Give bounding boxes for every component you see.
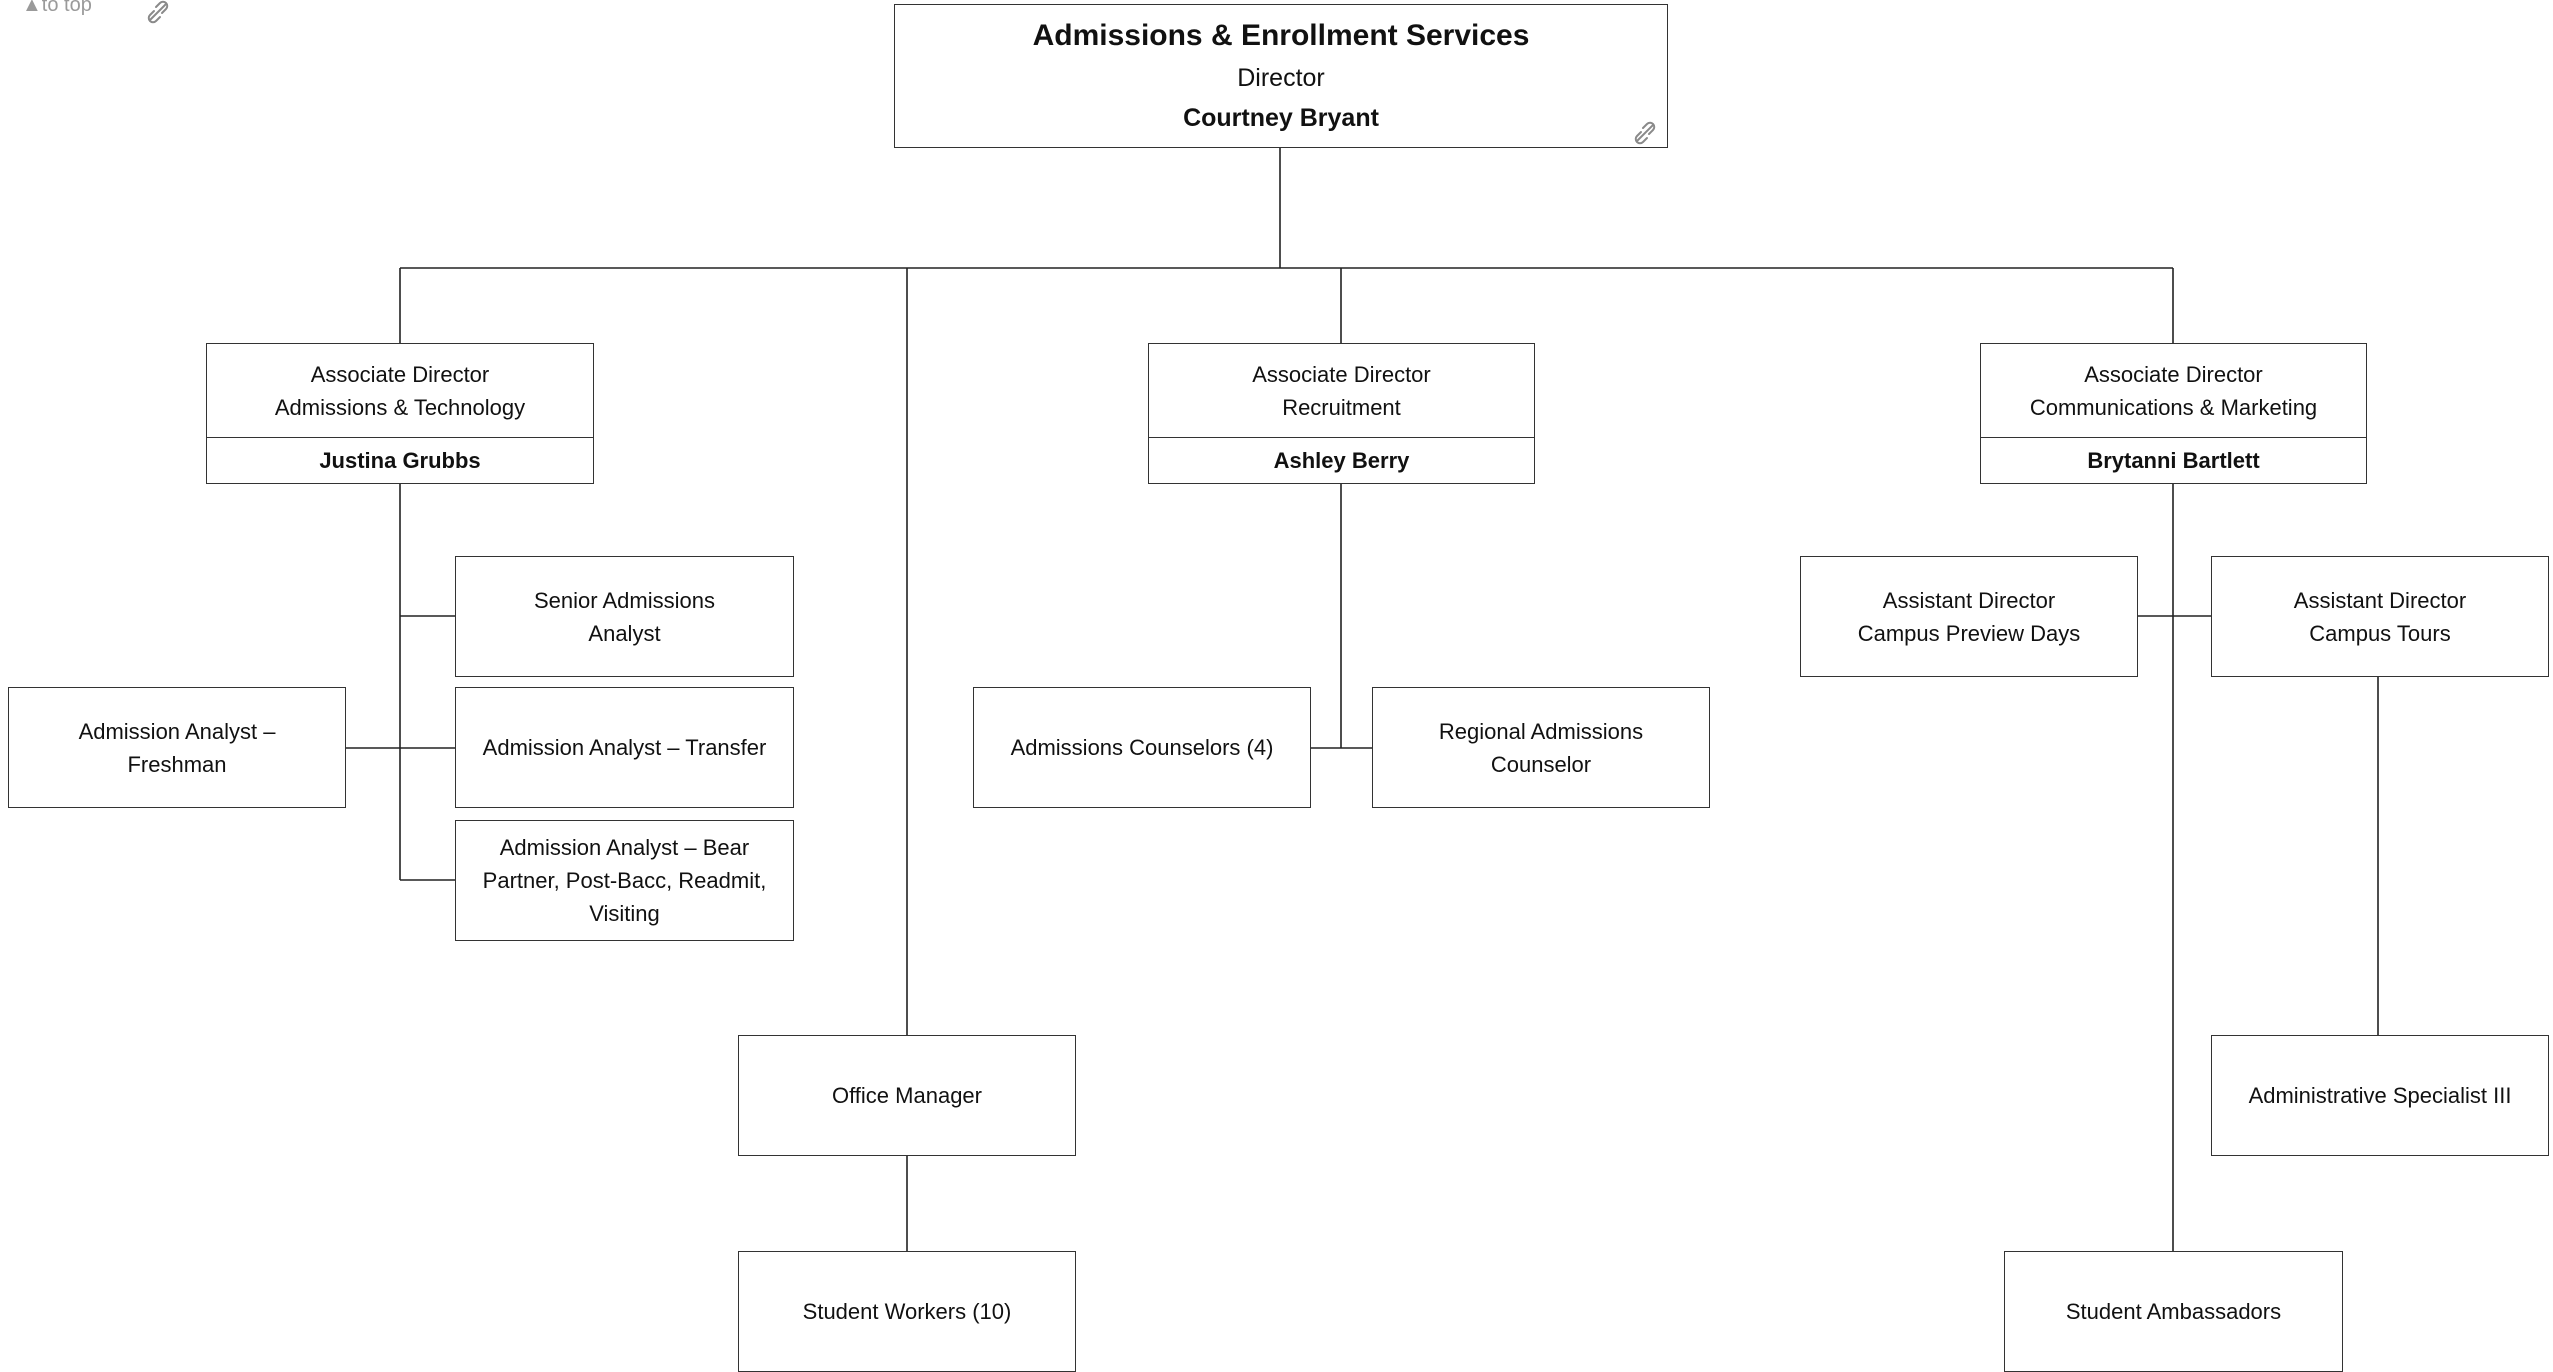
student-workers-label: Student Workers (10) bbox=[802, 1299, 1012, 1324]
office-manager-label: Office Manager bbox=[831, 1083, 982, 1108]
student-workers-box: Student Workers (10) bbox=[738, 1251, 1076, 1372]
analyst-freshman-label: Admission Analyst – Freshman bbox=[78, 718, 276, 777]
office-manager-box: Office Manager bbox=[738, 1035, 1076, 1156]
regional-counselor-box: Regional Admissions Counselor bbox=[1372, 687, 1710, 808]
asst-campus-tours-box: Assistant Director Campus Tours bbox=[2211, 556, 2549, 677]
assoc-director-tech-box: Associate Director Admissions & Technolo… bbox=[206, 343, 594, 484]
counselors-box: Admissions Counselors (4) bbox=[973, 687, 1311, 808]
analyst-bear-label: Admission Analyst – Bear Partner, Post-B… bbox=[482, 835, 767, 926]
assoc-director-comm-box: Associate Director Communications & Mark… bbox=[1980, 343, 2367, 484]
asst-preview-days-label: Assistant Director Campus Preview Days bbox=[1857, 587, 2081, 646]
assoc-director-recruit-name: Ashley Berry bbox=[1149, 437, 1534, 483]
student-ambassadors-label: Student Ambassadors bbox=[2065, 1299, 2282, 1324]
analyst-transfer-box: Admission Analyst – Transfer bbox=[455, 687, 794, 808]
unit-title: Admissions & Enrollment Services bbox=[1032, 19, 1530, 52]
director-name: Courtney Bryant bbox=[1183, 104, 1379, 132]
senior-analyst-label: Senior Admissions Analyst bbox=[534, 587, 715, 646]
analyst-freshman-box: Admission Analyst – Freshman bbox=[8, 687, 346, 808]
asst-campus-tours-label: Assistant Director Campus Tours bbox=[2293, 587, 2467, 646]
assoc-director-tech-name: Justina Grubbs bbox=[207, 437, 593, 483]
unlink-icon[interactable] bbox=[146, 0, 170, 24]
assoc-director-tech-title: Associate Director Admissions & Technolo… bbox=[274, 361, 526, 420]
assoc-director-comm-title: Associate Director Communications & Mark… bbox=[2029, 361, 2318, 420]
unlink-icon[interactable] bbox=[1633, 121, 1657, 145]
director-box: Admissions & Enrollment Services Directo… bbox=[894, 4, 1668, 148]
regional-counselor-label: Regional Admissions Counselor bbox=[1438, 718, 1644, 777]
assoc-director-recruit-box: Associate Director Recruitment Ashley Be… bbox=[1148, 343, 1535, 484]
to-top-link[interactable]: ▲to top bbox=[22, 0, 92, 16]
asst-preview-days-box: Assistant Director Campus Preview Days bbox=[1800, 556, 2138, 677]
senior-analyst-box: Senior Admissions Analyst bbox=[455, 556, 794, 677]
analyst-bear-box: Admission Analyst – Bear Partner, Post-B… bbox=[455, 820, 794, 941]
counselors-label: Admissions Counselors (4) bbox=[1010, 735, 1274, 760]
admin-specialist-label: Administrative Specialist III bbox=[2248, 1083, 2512, 1108]
admin-specialist-box: Administrative Specialist III bbox=[2211, 1035, 2549, 1156]
assoc-director-comm-name: Brytanni Bartlett bbox=[1981, 437, 2366, 483]
analyst-transfer-label: Admission Analyst – Transfer bbox=[482, 735, 767, 760]
student-ambassadors-box: Student Ambassadors bbox=[2004, 1251, 2343, 1372]
director-role: Director bbox=[1237, 64, 1325, 92]
assoc-director-recruit-title: Associate Director Recruitment bbox=[1252, 361, 1431, 420]
